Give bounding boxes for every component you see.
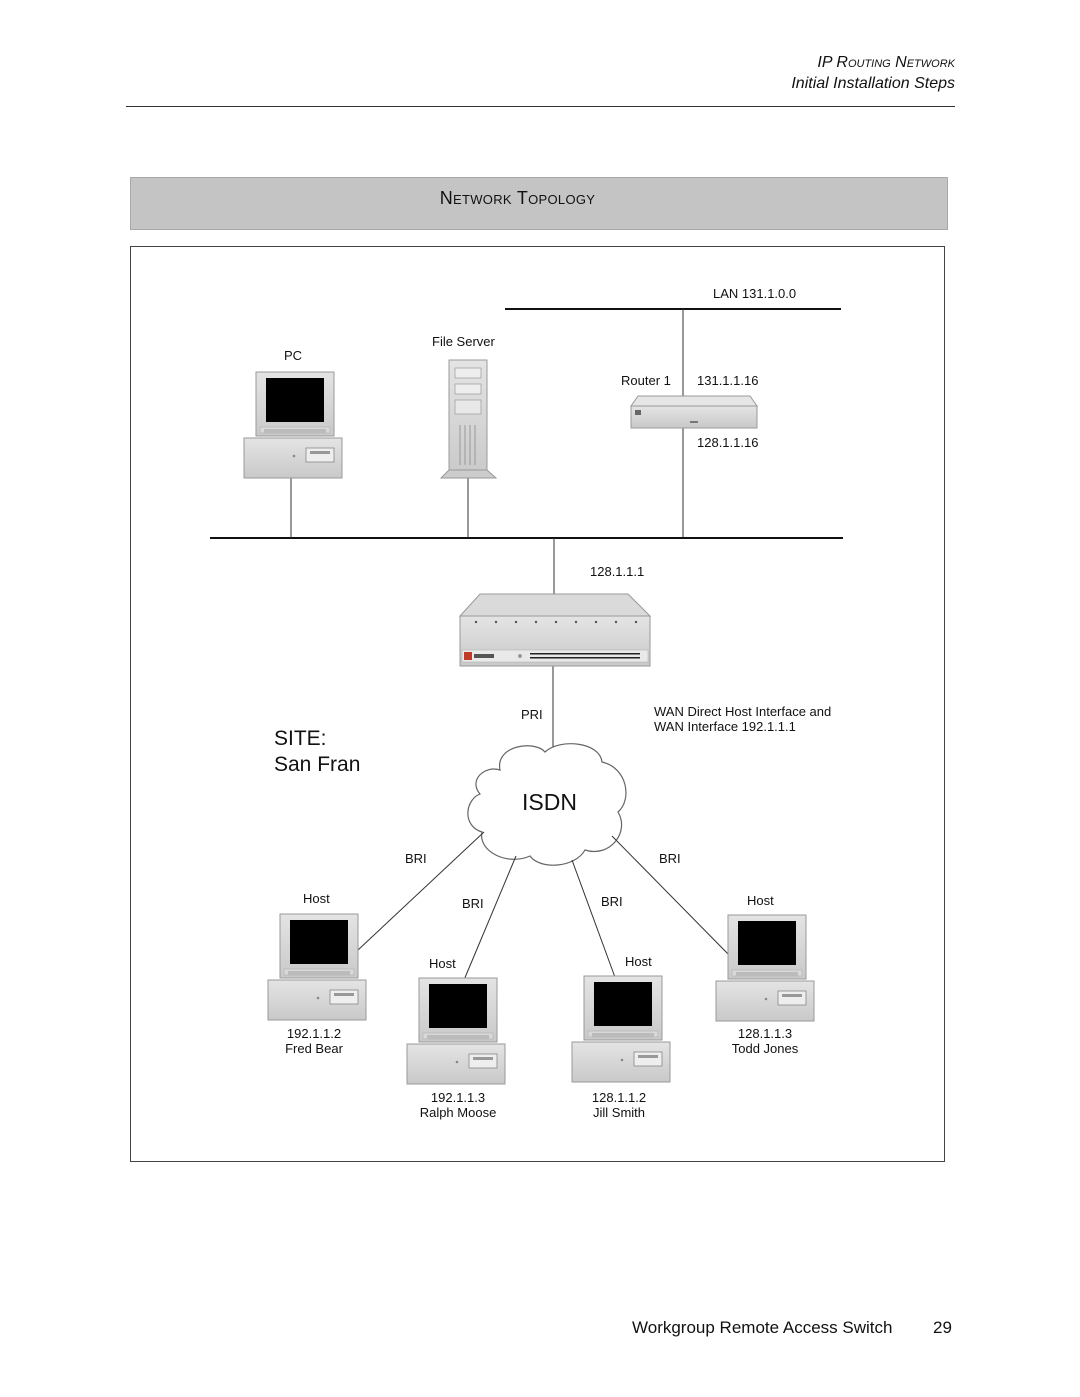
bri-label: BRI [659, 851, 681, 866]
host-label: Host [747, 893, 774, 908]
host-name: Fred Bear [285, 1041, 343, 1056]
host-pc-icon [715, 914, 815, 1022]
footer-title: Workgroup Remote Access Switch [632, 1318, 893, 1337]
host-name: Jill Smith [592, 1105, 646, 1120]
diagram-frame [130, 246, 945, 1162]
site-name: San Fran [274, 753, 361, 776]
host-ip: 128.1.1.2 [591, 1090, 647, 1105]
section-banner [130, 177, 948, 230]
banner-title: Network Topology [439, 188, 596, 208]
pc-label: PC [284, 348, 303, 363]
pri-label: PRI [521, 707, 543, 722]
wan-note-line1: WAN Direct Host Interface and [654, 704, 832, 719]
host-name: Todd Jones [731, 1041, 799, 1056]
isdn-label: ISDN [522, 789, 577, 815]
host-ip: 192.1.1.3 [430, 1090, 486, 1105]
bri-link-fred [357, 831, 485, 951]
file-server-icon [439, 359, 498, 479]
host-ip: 128.1.1.3 [737, 1026, 793, 1041]
host-label: Host [303, 891, 330, 906]
header-section: IP Routing Network [817, 54, 955, 71]
lan-label: LAN 131.1.0.0 [713, 286, 797, 301]
router-label: Router 1 [621, 373, 671, 388]
header-rule [126, 106, 955, 107]
bri-label: BRI [462, 896, 484, 911]
site-title: SITE: [274, 727, 327, 750]
router-ip-top: 131.1.1.16 [697, 373, 759, 388]
bri-label: BRI [601, 894, 623, 909]
bri-label: BRI [405, 851, 427, 866]
bri-link-ralph [463, 855, 517, 981]
bri-link-todd [611, 835, 731, 957]
host-pc-icon [406, 977, 506, 1085]
host-ip: 192.1.1.2 [286, 1026, 342, 1041]
host-name: Ralph Moose [419, 1105, 497, 1120]
header-subsection: Initial Installation Steps [791, 75, 955, 92]
router-ip-bottom: 128.1.1.16 [697, 435, 759, 450]
host-pc-icon [571, 975, 671, 1083]
bri-link-jill [571, 859, 617, 981]
wan-note-line2: WAN Interface 192.1.1.1 [654, 719, 796, 734]
page-number: 29 [933, 1318, 952, 1337]
host-label: Host [429, 956, 456, 971]
router-icon [630, 395, 758, 429]
host-label: Host [625, 954, 652, 969]
isdn-cloud [467, 743, 627, 866]
file-server-label: File Server [432, 334, 495, 349]
access-switch-icon [458, 593, 652, 667]
host-pc-icon [267, 913, 367, 1021]
pc-icon [243, 371, 343, 479]
switch-ip-label: 128.1.1.1 [590, 564, 645, 579]
